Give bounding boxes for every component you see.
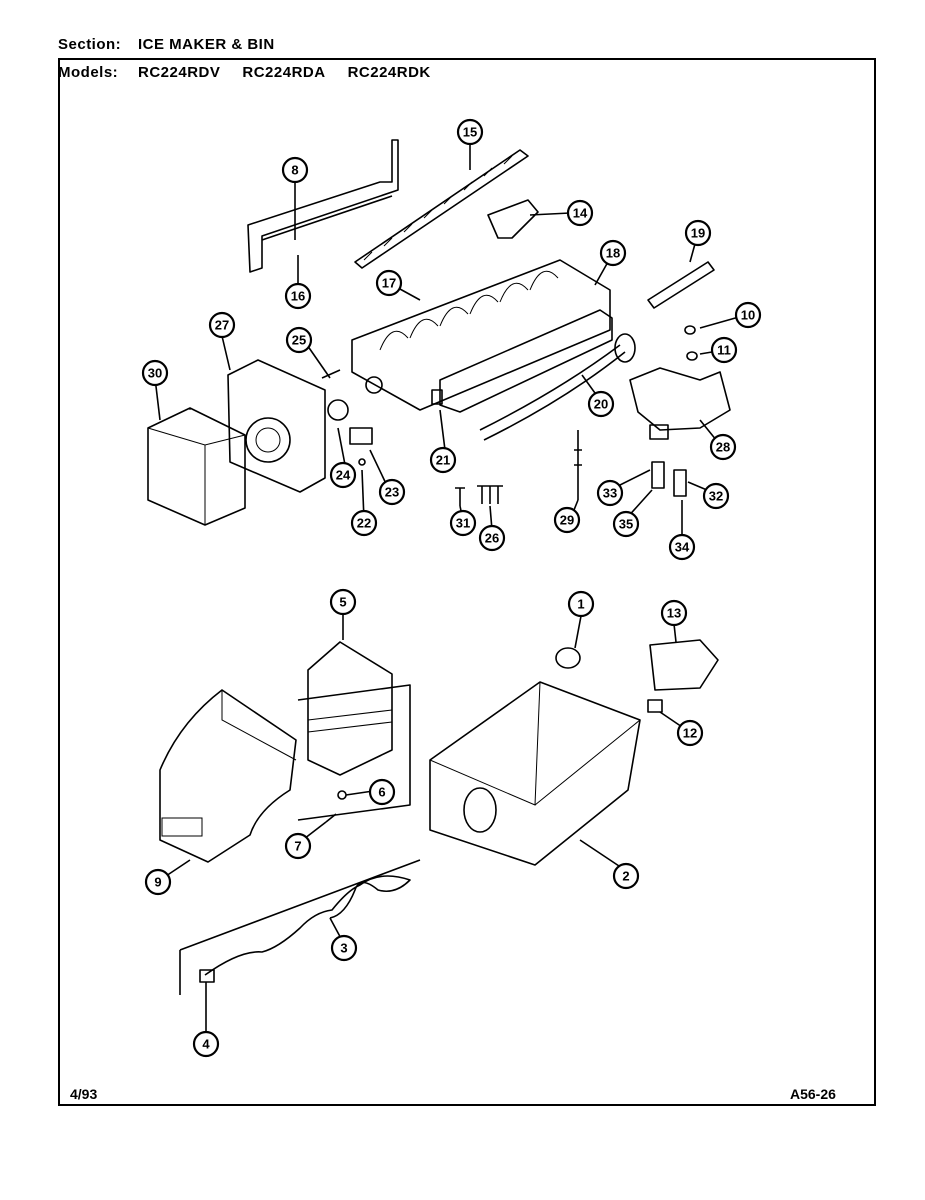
svg-text:14: 14 <box>573 206 588 221</box>
callout-7: 7 <box>284 832 312 860</box>
models-heading: Models: RC224RDV RC224RDA RC224RDK <box>58 64 431 81</box>
callout-25: 25 <box>285 326 313 354</box>
callout-29: 29 <box>553 506 581 534</box>
leader-lines <box>154 145 747 1042</box>
callout-15: 15 <box>456 118 484 146</box>
model-1: RC224RDV <box>138 64 221 81</box>
callout-21: 21 <box>429 446 457 474</box>
svg-text:6: 6 <box>378 785 385 800</box>
svg-text:3: 3 <box>340 941 347 956</box>
callout-13: 13 <box>660 599 688 627</box>
ice-maker-assembly-drawing <box>147 139 731 526</box>
callout-22: 22 <box>350 509 378 537</box>
svg-text:11: 11 <box>717 343 731 358</box>
callout-6: 6 <box>368 778 396 806</box>
footer-date: 4/93 <box>70 1086 98 1102</box>
model-3: RC224RDK <box>347 64 431 81</box>
svg-text:7: 7 <box>294 839 301 854</box>
callout-17: 17 <box>375 269 403 297</box>
svg-text:24: 24 <box>336 468 351 483</box>
svg-text:29: 29 <box>560 513 574 528</box>
callout-10: 10 <box>734 301 762 329</box>
callout-5: 5 <box>329 588 357 616</box>
callout-2: 2 <box>612 862 640 890</box>
callout-26: 26 <box>478 524 506 552</box>
svg-text:19: 19 <box>691 226 705 241</box>
svg-text:20: 20 <box>594 397 608 412</box>
svg-text:2: 2 <box>622 869 629 884</box>
callout-3: 3 <box>330 934 358 962</box>
svg-text:17: 17 <box>382 276 396 291</box>
callout-20: 20 <box>587 390 615 418</box>
svg-text:35: 35 <box>619 517 633 532</box>
callout-27: 27 <box>208 311 236 339</box>
svg-text:10: 10 <box>741 308 755 323</box>
callout-1: 1 <box>567 590 595 618</box>
model-2: RC224RDA <box>242 64 326 81</box>
svg-text:26: 26 <box>485 531 499 546</box>
svg-text:15: 15 <box>463 125 477 140</box>
models-label: Models: <box>58 64 119 81</box>
svg-text:13: 13 <box>667 606 681 621</box>
svg-text:12: 12 <box>683 726 697 741</box>
svg-text:25: 25 <box>292 333 306 348</box>
callout-8: 9 <box>144 868 172 896</box>
callout-24: 24 <box>329 461 357 489</box>
svg-text:18: 18 <box>606 246 620 261</box>
svg-text:16: 16 <box>291 289 305 304</box>
svg-text:31: 31 <box>456 516 470 531</box>
callout-11: 11 <box>710 336 738 364</box>
callout-32: 32 <box>702 482 730 510</box>
svg-text:22: 22 <box>357 516 371 531</box>
svg-text:30: 30 <box>148 366 162 381</box>
footer-page-code: A56-26 <box>790 1086 836 1102</box>
svg-text:1: 1 <box>577 597 584 612</box>
callout-28: 28 <box>709 433 737 461</box>
section-value: ICE MAKER & BIN <box>138 36 275 53</box>
callout-12: 12 <box>676 719 704 747</box>
callout-18: 18 <box>599 239 627 267</box>
svg-text:27: 27 <box>215 318 229 333</box>
svg-text:33: 33 <box>603 486 617 501</box>
callout-14: 14 <box>566 199 594 227</box>
callout-30: 30 <box>141 359 169 387</box>
section-label: Section: <box>58 36 122 53</box>
svg-text:21: 21 <box>436 453 450 468</box>
bin-assembly-drawing <box>159 639 719 995</box>
svg-text:9: 9 <box>154 875 161 890</box>
callout-9: 8 <box>281 156 309 184</box>
callout-19: 19 <box>684 219 712 247</box>
section-heading: Section: ICE MAKER & BIN <box>58 36 275 53</box>
svg-text:28: 28 <box>716 440 730 455</box>
callout-23: 23 <box>378 478 406 506</box>
svg-text:8: 8 <box>291 163 298 178</box>
svg-text:4: 4 <box>202 1037 210 1052</box>
callout-16: 16 <box>284 282 312 310</box>
diagram-frame <box>58 58 876 1106</box>
callout-31: 31 <box>449 509 477 537</box>
callout-34: 34 <box>668 533 696 561</box>
svg-text:34: 34 <box>675 540 690 555</box>
callout-4: 4 <box>192 1030 220 1058</box>
callout-35: 35 <box>612 510 640 538</box>
callout-33: 33 <box>596 479 624 507</box>
svg-text:23: 23 <box>385 485 399 500</box>
svg-text:32: 32 <box>709 489 723 504</box>
svg-text:5: 5 <box>339 595 346 610</box>
